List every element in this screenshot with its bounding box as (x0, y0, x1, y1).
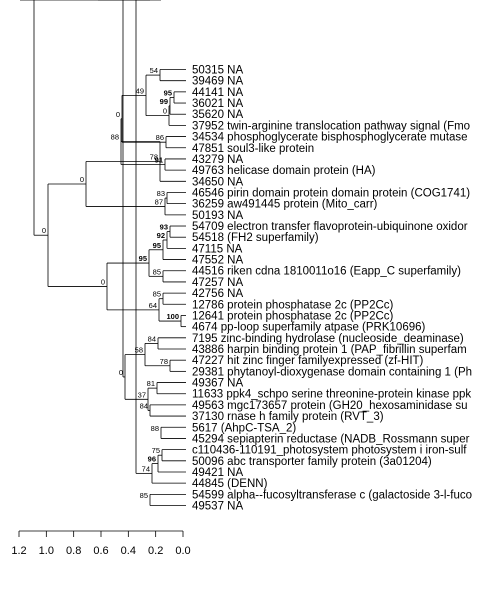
support-value: 86 (156, 133, 164, 142)
support-value: 75 (152, 446, 160, 455)
support-value: 95 (139, 254, 147, 263)
leaf-label: 50193 NA (192, 210, 243, 222)
leaf-label: 54709 electron transfer flavoprotein-ubi… (192, 221, 468, 233)
leaf-label: 12786 protein phosphatase 2c (PP2Cc) (192, 299, 394, 311)
distance-scale-axis: 1.2 1.0 0.8 0.6 0.4 0.2 0.0 (11, 530, 191, 557)
support-value: 37 (138, 390, 146, 399)
leaf-label: 49421 NA (192, 467, 243, 479)
leaf-label: 49537 NA (192, 501, 243, 513)
support-value: 0 (42, 226, 46, 235)
support-value: 0 (28, 0, 32, 2)
leaf-label: 34650 NA (192, 176, 243, 188)
leaf-label: 42756 NA (192, 288, 243, 300)
leaf-label: 47257 NA (192, 277, 243, 289)
support-value: 95 (153, 241, 161, 250)
leaf-label: c110436-110191_photosystem photosystem i… (192, 445, 467, 457)
support-value: 95 (164, 88, 172, 97)
leaf-label: 44845 (DENN) (192, 478, 268, 490)
leaf-label: 47851 soul3-like protein (192, 143, 314, 155)
leaf-label: 36259 aw491445 protein (Mito_carr) (192, 199, 378, 211)
support-value: 91 (155, 156, 163, 165)
support-value: 87 (155, 197, 163, 206)
support-value: 49 (136, 86, 144, 95)
support-values: 5495990498609188838778093929585958510064… (24, 0, 179, 500)
leaf-label: 43279 NA (192, 154, 243, 166)
leaf-label: 50096 abc transporter family protein (3a… (192, 456, 432, 468)
support-value: 64 (149, 301, 157, 310)
support-value: 58 (135, 346, 143, 355)
support-value: 0 (101, 277, 105, 286)
axis-tick-label: 0.6 (93, 545, 108, 557)
support-value: 78 (150, 152, 158, 161)
leaf-label: 44141 NA (192, 87, 243, 99)
support-value: 85 (153, 290, 161, 299)
support-value: 54 (150, 66, 158, 75)
support-value: 88 (151, 424, 159, 433)
support-value: 84 (140, 401, 148, 410)
support-value: 0 (119, 368, 123, 377)
axis-tick-label: 1.0 (39, 545, 54, 557)
leaf-label: 37952 twin-arginine translocation pathwa… (192, 120, 470, 132)
leaf-label: 12641 protein phosphatase 2c (PP2Cc) (192, 310, 394, 322)
support-value: 93 (160, 223, 168, 232)
leaf-label: 54599 alpha--fucosyltransferase c (galac… (192, 489, 472, 501)
leaf-label: 5617 (AhpC-TSA_2) (192, 422, 296, 434)
leaf-label: 29381 phytanoyl-dioxygenase domain conta… (192, 366, 472, 378)
support-value: 99 (160, 97, 168, 106)
support-value: 0 (116, 110, 120, 119)
support-value: 0 (24, 0, 28, 2)
leaf-label: 35620 NA (192, 109, 243, 121)
leaf-label: 44516 riken cdna 1810011o16 (Eapp_C supe… (192, 266, 461, 278)
leaf-label: 46546 pirin domain protein domain protei… (192, 187, 470, 199)
leaf-label: 49763 helicase domain protein (HA) (192, 165, 376, 177)
leaf-label: 39469 NA (192, 76, 243, 88)
support-value: 84 (148, 334, 156, 343)
support-value: 85 (153, 267, 161, 276)
support-value: 77 (126, 0, 134, 2)
axis-tick-label: 1.2 (11, 545, 26, 557)
leaf-label: 45294 sepiapterin reductase (NADB_Rossma… (192, 433, 470, 445)
support-value: 85 (140, 491, 148, 500)
support-value: 83 (157, 189, 165, 198)
leaf-label: 34534 phosphoglycerate bisphosphoglycera… (192, 132, 468, 144)
leaf-label: 37130 rnase h family protein (RVT_3) (192, 411, 384, 423)
axis-tick-label: 0.8 (66, 545, 81, 557)
leaf-label: 47552 NA (192, 255, 243, 267)
support-value: 92 (157, 231, 165, 240)
leaf-label: 49563 mgc173657 protein (GH20_hexosamini… (192, 400, 468, 412)
leaf-label: 7195 zinc-binding hydrolase (nucleoside_… (192, 333, 464, 345)
leaf-label: 36021 NA (192, 98, 243, 110)
tree-branches (20, 0, 186, 506)
support-value: 67 (113, 0, 121, 2)
support-value: 88 (111, 133, 119, 142)
leaf-label: 43886 harpin binding protein 1 (PAP_fibr… (192, 344, 467, 356)
leaf-label: 47115 NA (192, 243, 243, 255)
support-value: 100 (166, 312, 179, 321)
leaf-label: 50315 NA (192, 65, 243, 77)
support-value: 96 (148, 455, 156, 464)
support-value: 78 (160, 357, 168, 366)
axis-tick-label: 0.4 (121, 545, 136, 557)
support-value: 0 (92, 0, 96, 2)
axis-tick-label: 0.0 (175, 545, 190, 557)
leaf-label: 49367 NA (192, 378, 243, 390)
axis-tick-label: 0.2 (148, 545, 163, 557)
support-value: 81 (147, 379, 155, 388)
leaf-label: 4674 pp-loop superfamily atpase (PRK1069… (192, 322, 426, 334)
support-value: 0 (80, 175, 84, 184)
support-value: 0 (163, 107, 167, 116)
leaf-label: 47227 hit zinc finger familyexpressed (z… (192, 355, 424, 367)
leaf-label: 54518 (FH2 superfamily) (192, 232, 319, 244)
support-value: 74 (142, 464, 150, 473)
leaf-label: 11633 ppk4_schpo serine threonine-protei… (192, 389, 471, 401)
